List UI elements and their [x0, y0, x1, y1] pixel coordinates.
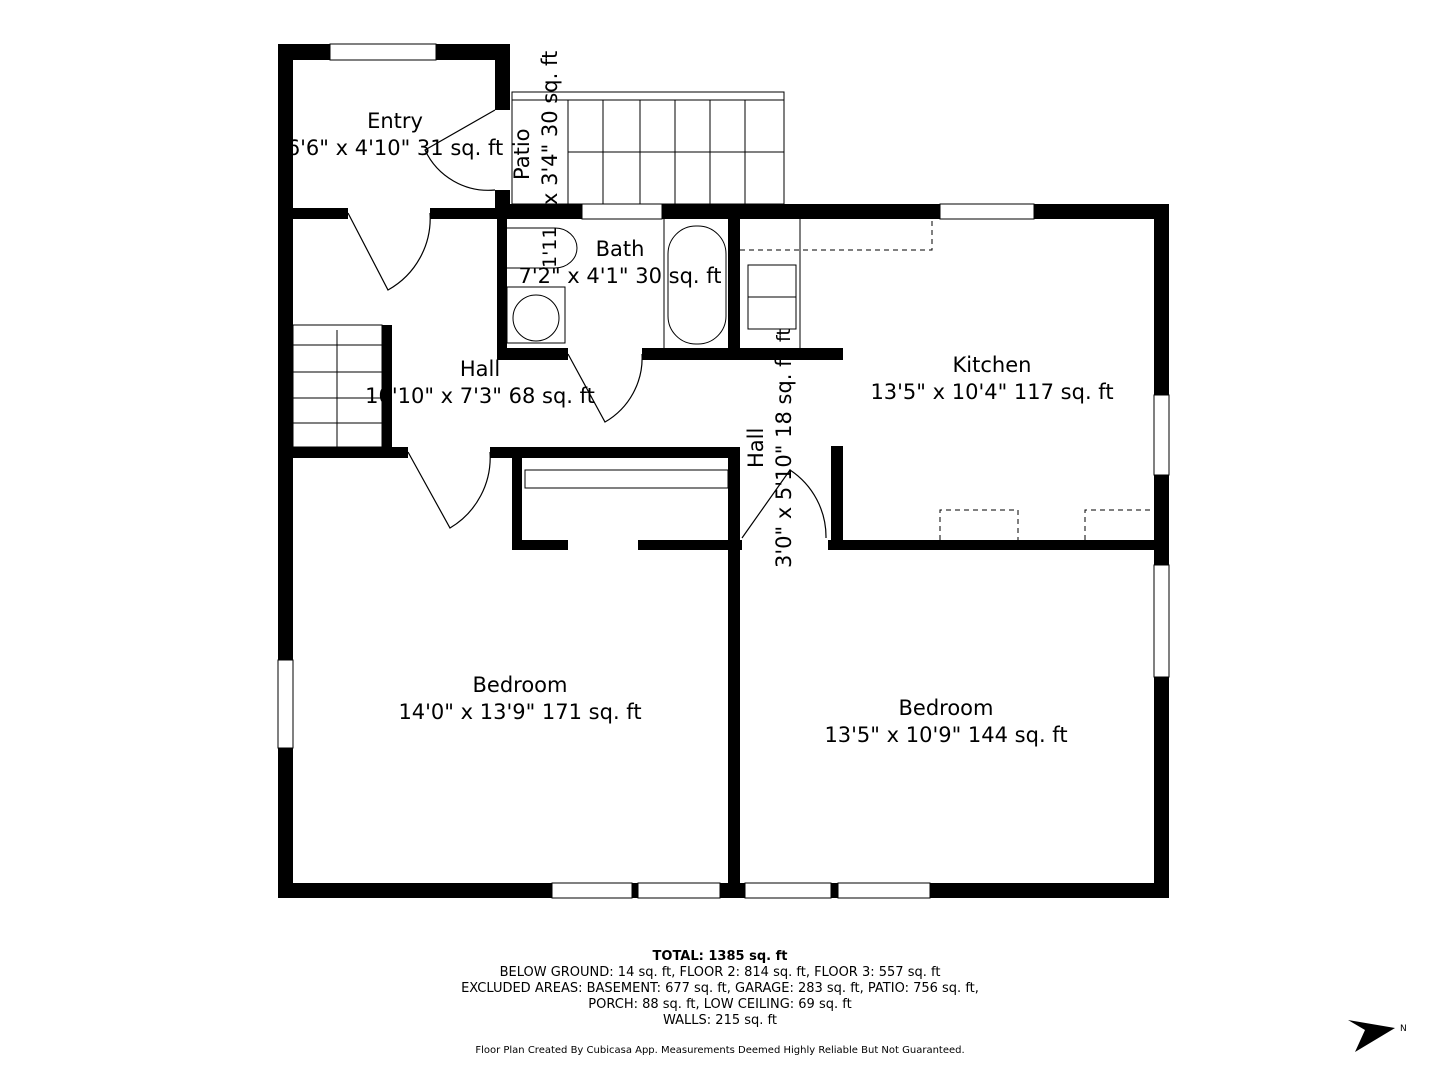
room-name: Hall	[459, 357, 501, 381]
stairs	[292, 91, 785, 448]
total-area: TOTAL: 1385 sq. ft	[652, 949, 788, 964]
walls	[278, 44, 1169, 898]
room-hall2-dims: 3'0" x 5'10" 18 sq. ft	[772, 351, 796, 568]
room-bedroom-1: Bedroom 14'0" x 13'9" 171 sq. ft	[398, 672, 641, 726]
room-dims: 14'0" x 13'9" 171 sq. ft	[398, 700, 642, 724]
room-dims: 7'2" x 4'1" 30 sq. ft	[518, 264, 722, 288]
summary-line-1: BELOW GROUND: 14 sq. ft, FLOOR 2: 814 sq…	[499, 965, 941, 980]
room-patio-name: Patio	[510, 128, 534, 180]
summary-line-2: EXCLUDED AREAS: BASEMENT: 677 sq. ft, GA…	[461, 981, 979, 996]
room-bedroom-2: Bedroom 13'5" x 10'9" 144 sq. ft	[824, 695, 1067, 749]
room-bath: Bath 7'2" x 4'1" 30 sq. ft	[518, 236, 721, 290]
door-openings	[348, 110, 843, 550]
room-patio-dims: x 3'4" 30 sq. ft	[538, 50, 562, 205]
room-dims: 10'10" x 7'3" 68 sq. ft	[365, 384, 595, 408]
room-entry: Entry 6'6" x 4'10" 31 sq. ft	[287, 108, 503, 162]
room-name: Kitchen	[952, 353, 1032, 377]
kitchen-fragment: ft	[773, 328, 795, 342]
room-dims: 13'5" x 10'9" 144 sq. ft	[824, 723, 1068, 747]
room-dims: 13'5" x 10'4" 117 sq. ft	[870, 380, 1114, 404]
room-kitchen: Kitchen 13'5" x 10'4" 117 sq. ft	[870, 352, 1113, 406]
room-hall2-name: Hall	[744, 427, 768, 468]
windows	[277, 43, 1170, 899]
fixtures	[506, 219, 1154, 540]
room-name: Bath	[595, 237, 645, 261]
north-arrow-icon: N	[1348, 1020, 1407, 1052]
compass-label: N	[1400, 1024, 1407, 1034]
bath-dim-fragment: 1'11	[539, 226, 561, 269]
room-dims: 6'6" x 4'10" 31 sq. ft	[286, 136, 504, 160]
room-name: Bedroom	[898, 696, 994, 720]
disclaimer: Floor Plan Created By Cubicasa App. Meas…	[475, 1045, 965, 1056]
summary-line-4: WALLS: 215 sq. ft	[663, 1013, 777, 1028]
room-name: Bedroom	[472, 673, 568, 697]
room-hall: Hall 10'10" x 7'3" 68 sq. ft	[365, 356, 595, 410]
door-swings	[347, 109, 827, 539]
room-name: Entry	[367, 109, 423, 133]
summary-line-3: PORCH: 88 sq. ft, LOW CEILING: 69 sq. ft	[588, 997, 852, 1012]
